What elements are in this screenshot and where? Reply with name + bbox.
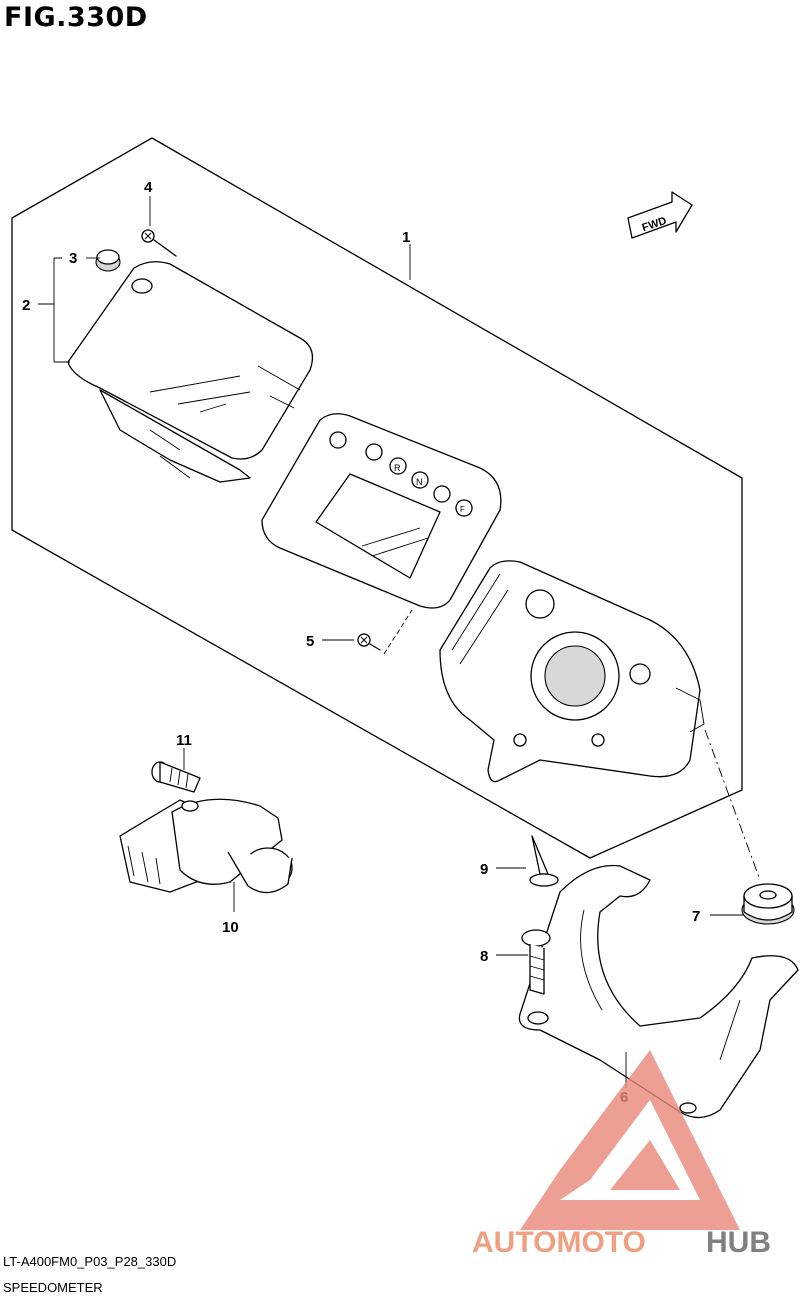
part-1-meter-panel: R N F: [261, 413, 502, 609]
part-11-bolt: [151, 761, 201, 793]
callout-10: 10: [222, 919, 239, 936]
callout-labels: 1 2 3 4 5 6 7 8 9 10 11: [22, 179, 700, 1106]
part-6-bracket: [518, 864, 799, 1119]
indicator-neutral: N: [416, 477, 423, 487]
callout-4: 4: [144, 179, 153, 196]
callout-2: 2: [22, 297, 30, 314]
callout-8: 8: [480, 948, 488, 965]
callout-5: 5: [306, 633, 314, 650]
assembly-outline: [11, 137, 743, 859]
part-2-meter-cover: [67, 261, 314, 483]
meter-housing: [439, 560, 705, 783]
part-5-screw: [357, 609, 413, 655]
part-4-screw: [141, 229, 177, 257]
callout-9: 9: [480, 861, 488, 878]
part-9-screw: [529, 835, 559, 887]
figure-title: FIG.330D: [4, 2, 148, 33]
part-7-grommet: [741, 883, 795, 925]
part-8-bolt: [521, 929, 551, 995]
figure-code: LT-A400FM0_P03_P28_330D: [3, 1254, 177, 1269]
leader-lines: [38, 196, 744, 1088]
indicator-fi: F: [460, 505, 465, 514]
part-10-speed-sensor: [119, 798, 293, 894]
part-3-cap: [95, 249, 121, 272]
watermark-text-2: HUB: [706, 1226, 771, 1259]
callout-7: 7: [692, 908, 700, 925]
fwd-arrow-icon: FWD: [627, 191, 693, 239]
callout-1: 1: [402, 229, 410, 246]
figure-name: SPEEDOMETER: [3, 1280, 103, 1295]
callout-11: 11: [176, 732, 192, 749]
callout-3: 3: [69, 250, 77, 267]
indicator-reverse: R: [394, 463, 401, 473]
watermark-logo-icon: [520, 1050, 740, 1230]
watermark-text-1: AUTOMOTO: [472, 1226, 646, 1259]
